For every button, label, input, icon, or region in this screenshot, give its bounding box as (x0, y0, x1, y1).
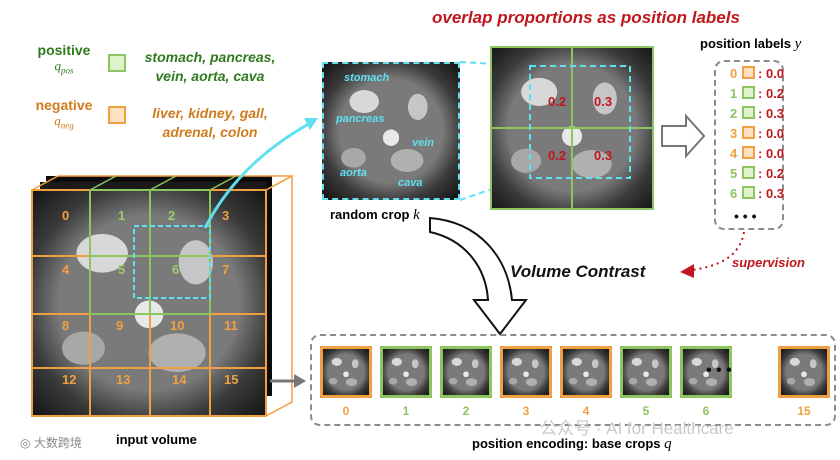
volume-contrast-label: Volume Contrast (510, 262, 646, 281)
position-labels-ellipsis: • • • (734, 208, 757, 224)
volume-cell-8: 8 (62, 318, 70, 333)
base-crop-index: 4 (582, 404, 590, 418)
position-label-colon: : (758, 186, 766, 201)
position-label-colon: : (758, 66, 766, 81)
volume-cell-3: 3 (222, 208, 230, 223)
negative-legend-swatch (108, 106, 126, 124)
position-label-row: 6: 0.3 (730, 186, 784, 201)
random-crop-image (322, 62, 460, 200)
position-label-colon: : (758, 166, 766, 181)
position-label-swatch (742, 186, 755, 199)
volume-cell-12: 12 (62, 372, 77, 387)
volume-cell-11: 11 (224, 318, 238, 333)
volume-cell-4: 4 (62, 262, 70, 277)
organ-label-cava: cava (398, 177, 423, 189)
organ-label-aorta: aorta (340, 167, 367, 179)
base-crops-ellipsis: • • • (706, 362, 732, 379)
position-label-colon: : (758, 86, 766, 101)
positive-legend-label: positive qpos (37, 42, 91, 76)
volume-cell-0: 0 (62, 208, 70, 223)
position-label-swatch (742, 86, 755, 99)
position-label-value: 0.0 (765, 66, 785, 81)
position-label-swatch (742, 166, 755, 179)
wechat-icon: ◎ (20, 436, 31, 450)
volume-cell-13: 13 (116, 372, 131, 387)
base-crops-label: position encoding: base crops q (472, 436, 672, 452)
position-label-colon: : (758, 146, 766, 161)
volume-cell-9: 9 (116, 318, 124, 333)
base-crop-index: 2 (462, 404, 470, 418)
volume-cell-6: 6 (172, 262, 180, 277)
position-label-value: 0.2 (765, 166, 785, 181)
position-label-swatch (742, 126, 755, 139)
position-labels-box (714, 60, 784, 230)
base-crop-6 (680, 346, 732, 398)
volume-cell-14: 14 (172, 372, 187, 387)
base-crop-4 (560, 346, 612, 398)
base-crop-index: 6 (702, 404, 710, 418)
positive-legend-swatch (108, 54, 126, 72)
random-crop-label: random crop k (330, 207, 420, 223)
overlap-value-2: 0.3 (594, 94, 613, 109)
position-label-value: 0.2 (765, 86, 785, 101)
volume-cell-15: 15 (224, 372, 239, 387)
base-crops-box (310, 334, 836, 426)
overlap-grid (490, 46, 654, 210)
base-crop-index: 15 (797, 404, 811, 418)
position-label-index: 4 (730, 146, 738, 161)
base-crop-3 (500, 346, 552, 398)
volume-cell-2: 2 (168, 208, 176, 223)
watermark-text: 公众号 · AI for Healthcare (540, 419, 734, 438)
position-label-value: 0.0 (765, 146, 785, 161)
position-label-row: 2: 0.3 (730, 106, 784, 121)
position-label-value: 0.3 (765, 106, 785, 121)
position-label-index: 6 (730, 186, 738, 201)
position-label-row: 3: 0.0 (730, 126, 784, 141)
base-crop-5 (620, 346, 672, 398)
position-label-colon: : (758, 106, 766, 121)
position-label-value: 0.3 (765, 186, 785, 201)
source-mark: ◎ 大数跨境 (20, 436, 82, 450)
base-crop-index: 1 (402, 404, 410, 418)
position-label-row: 1: 0.2 (730, 86, 784, 101)
overlap-value-6: 0.3 (594, 148, 613, 163)
negative-legend-label: negative qneg (35, 97, 93, 131)
volume-cell-7: 7 (222, 262, 230, 277)
position-label-index: 1 (730, 86, 738, 101)
base-crop-1 (380, 346, 432, 398)
volume-cell-5: 5 (118, 262, 126, 277)
diagram-title: overlap proportions as position labels (432, 8, 740, 27)
position-label-index: 5 (730, 166, 738, 181)
position-label-colon: : (758, 126, 766, 141)
positive-organs: stomach, pancreas, vein, aorta, cava (144, 49, 276, 84)
volume-cell-10: 10 (170, 318, 185, 333)
overlap-value-5: 0.2 (548, 148, 567, 163)
position-label-index: 3 (730, 126, 738, 141)
position-label-row: 0: 0.0 (730, 66, 784, 81)
organ-label-vein: vein (412, 137, 435, 149)
base-crop-2 (440, 346, 492, 398)
base-crop-index: 3 (522, 404, 530, 418)
base-crop-index: 0 (342, 404, 350, 418)
organ-label-pancreas: pancreas (336, 113, 385, 125)
input-volume-label: input volume (116, 432, 197, 447)
position-label-index: 0 (730, 66, 738, 81)
supervision-label: supervision (732, 255, 805, 270)
volume-cell-1: 1 (118, 208, 126, 223)
position-label-swatch (742, 146, 755, 159)
overlap-value-1: 0.2 (548, 94, 567, 109)
position-label-row: 5: 0.2 (730, 166, 784, 181)
negative-organs: liver, kidney, gall, adrenal, colon (152, 105, 268, 140)
position-label-swatch (742, 66, 755, 79)
position-label-index: 2 (730, 106, 738, 121)
base-crop-index: 5 (642, 404, 650, 418)
position-labels-title: position labels y (700, 36, 802, 52)
position-label-row: 4: 0.0 (730, 146, 784, 161)
base-crop-0 (320, 346, 372, 398)
position-label-value: 0.0 (765, 126, 785, 141)
organ-label-stomach: stomach (344, 72, 390, 84)
position-label-swatch (742, 106, 755, 119)
base-crop-15 (778, 346, 830, 398)
